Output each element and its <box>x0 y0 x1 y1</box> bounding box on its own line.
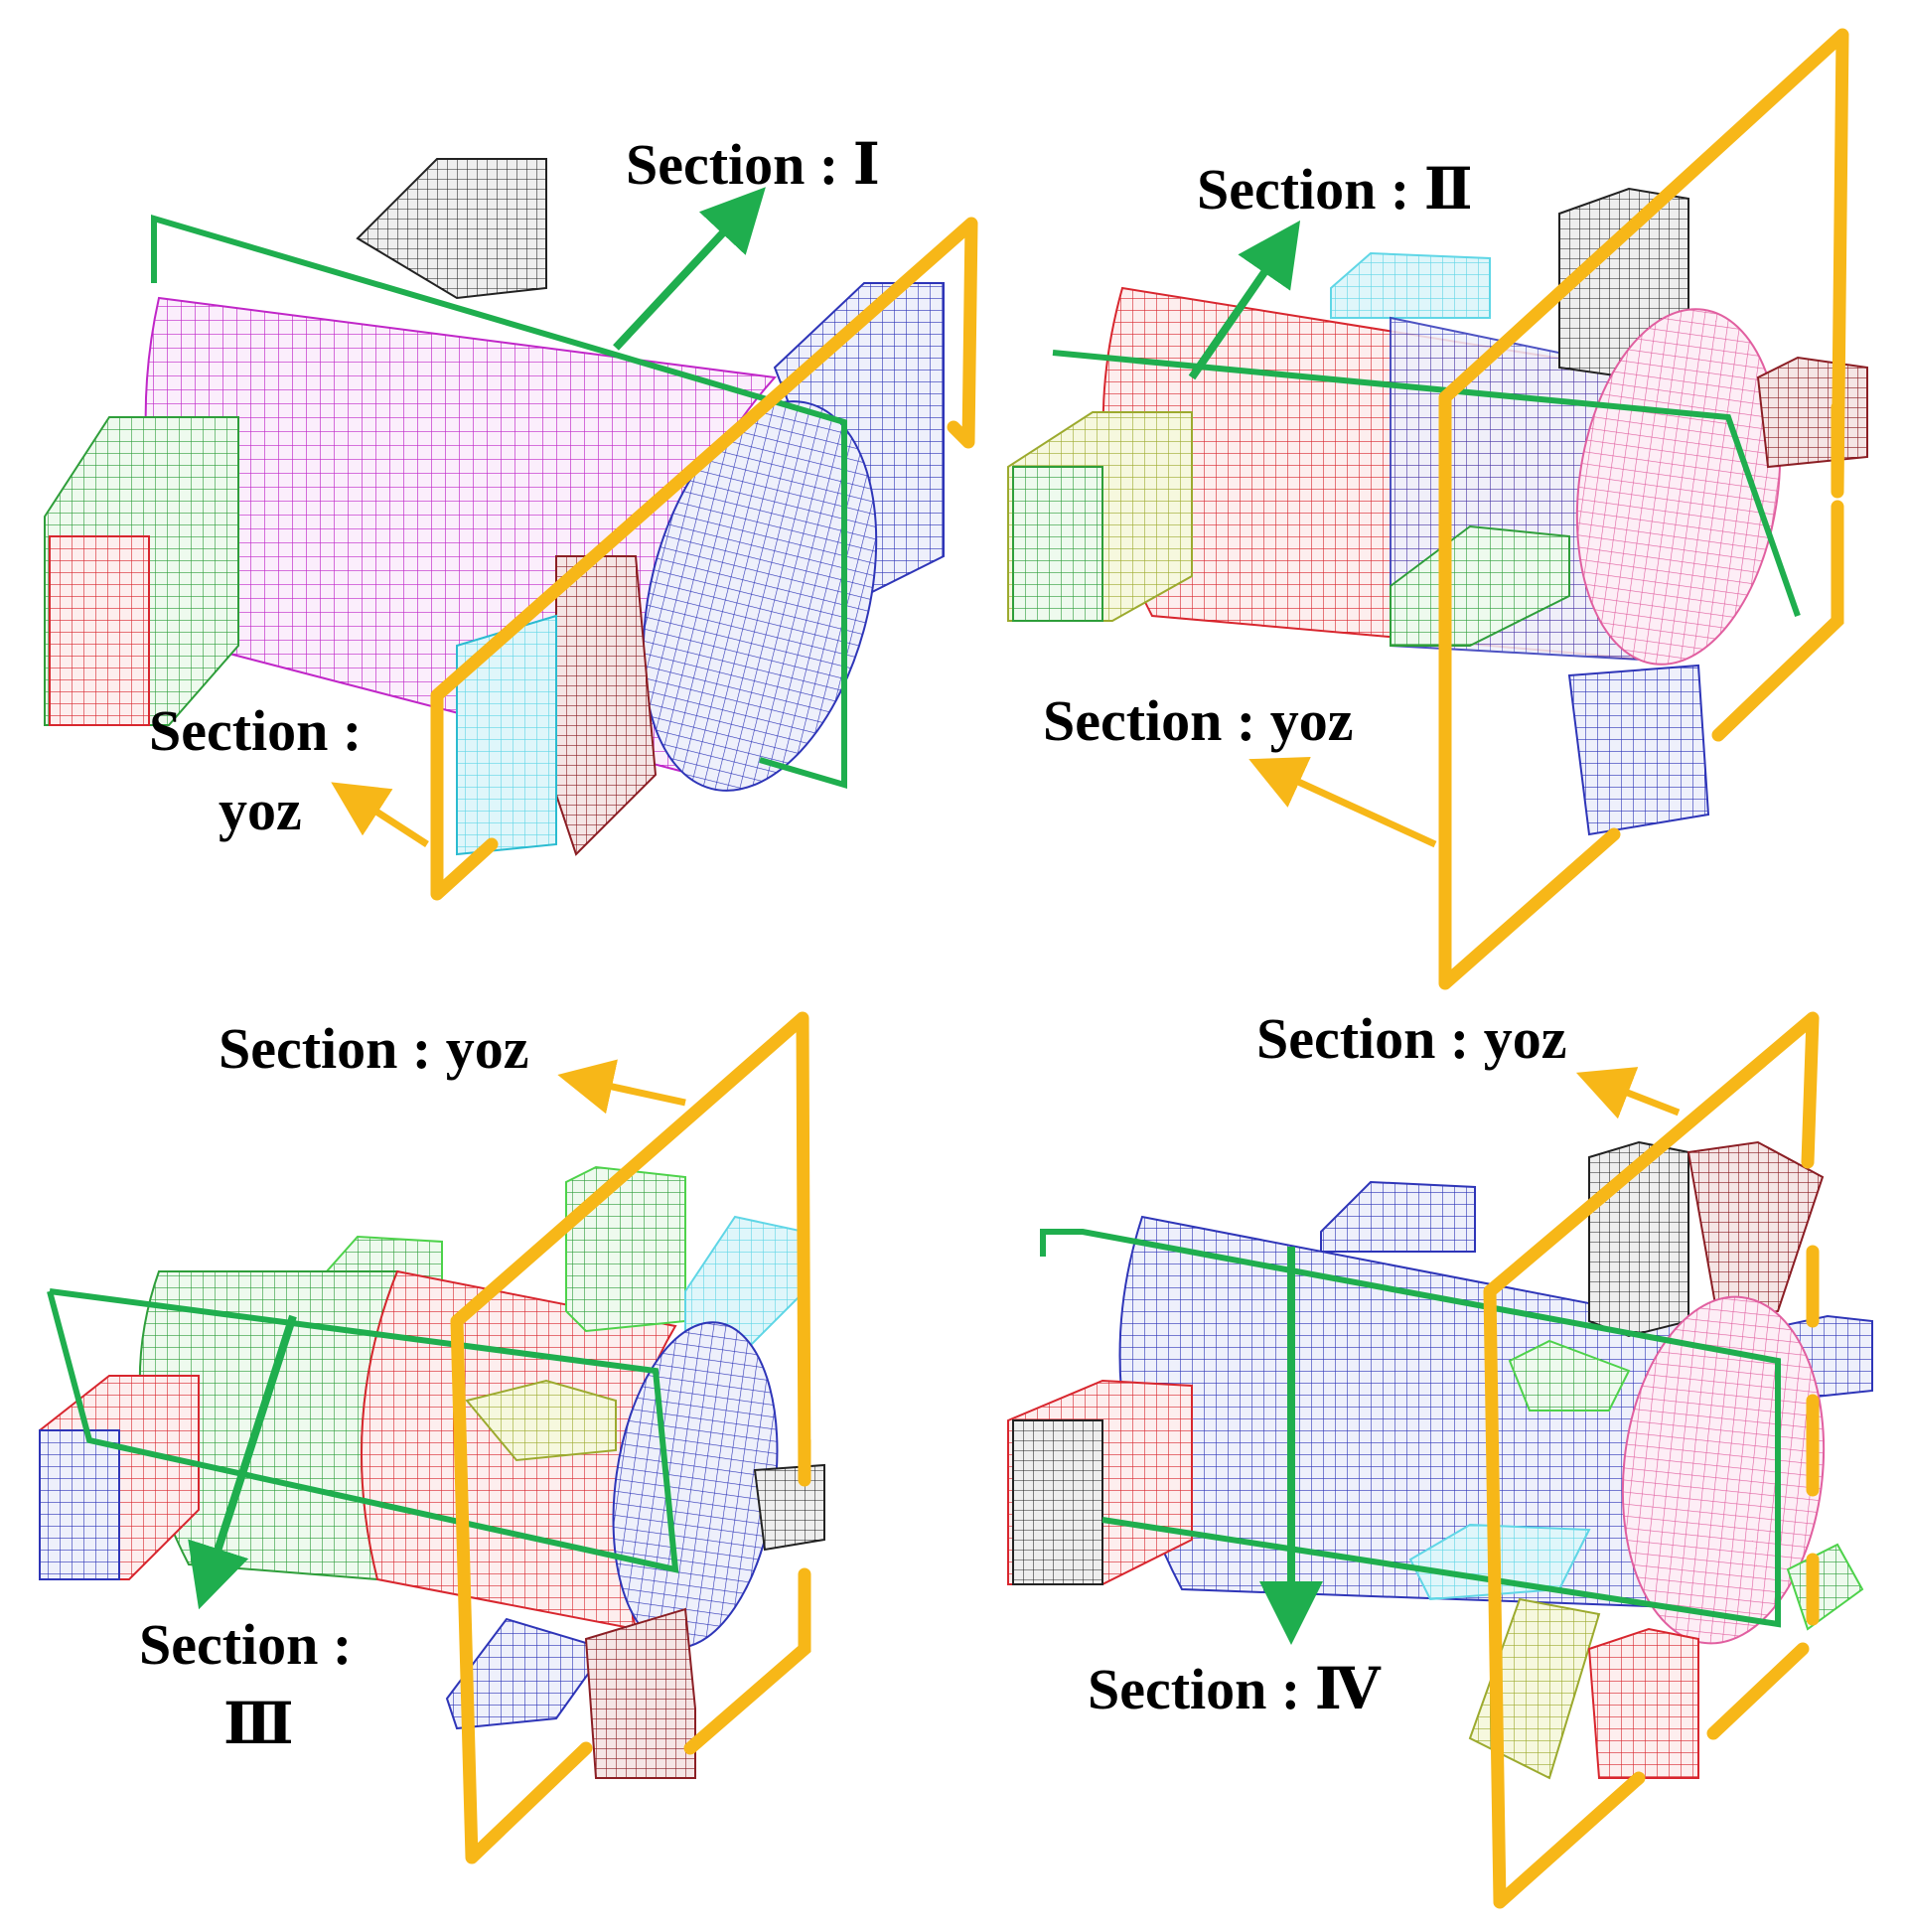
section-4-label: Section : Ⅳ <box>1088 1657 1382 1721</box>
panel-1: Section : Ⅰ Section : yoz <box>44 132 978 901</box>
section-1-label: Section : Ⅰ <box>626 132 880 197</box>
green-plane <box>1052 350 1801 617</box>
mesh-cylinder-end-pink <box>1621 1295 1826 1645</box>
mesh-block-black <box>753 1463 825 1552</box>
yellow-plane <box>1483 1011 1820 1909</box>
panel-3: Section : yoz Section : Ⅲ <box>39 1011 825 1864</box>
section-2-label: Section : Ⅱ <box>1197 157 1473 222</box>
mesh-block-green-top <box>565 1165 686 1333</box>
section-yoz-arrow <box>1575 1067 1681 1119</box>
mesh-block-dark-red <box>1756 356 1868 469</box>
section-yoz-label: Section : yoz <box>1256 1006 1567 1071</box>
section-yoz-label-line2: yoz <box>219 778 302 842</box>
section-3-arrow <box>188 1314 297 1610</box>
mesh-block-green <box>1390 524 1570 647</box>
mesh-cylinder-end-blue <box>642 400 878 792</box>
section-yoz-arrow <box>557 1059 686 1115</box>
yellow-plane-dash-4 <box>1706 1642 1810 1740</box>
section-3-label-line1: Section : <box>139 1612 352 1677</box>
mesh-block-cyan <box>456 614 557 856</box>
mesh-block-blue-top <box>1320 1180 1476 1253</box>
panel-2: Section : Ⅱ Section : yoz <box>1007 28 1868 990</box>
section-yoz-label: Section : yoz <box>1043 688 1354 753</box>
mesh-block-black-face <box>1012 1419 1103 1585</box>
mesh-block-dark-red <box>1686 1140 1825 1323</box>
section-3-label-line2: Ⅲ <box>223 1692 294 1756</box>
yellow-plane <box>450 1011 811 1864</box>
mesh-block-blue-face <box>39 1429 120 1580</box>
yellow-plane-lower <box>1711 500 1844 742</box>
mesh-block-dark-red <box>555 555 658 856</box>
yellow-plane <box>430 217 978 901</box>
mesh-block-dark-red <box>584 1607 696 1779</box>
section-1-arrow <box>613 187 766 351</box>
section-yoz-label: Section : yoz <box>219 1016 529 1081</box>
section-yoz-label-line1: Section : <box>149 698 362 763</box>
section-yoz-arrow <box>331 782 429 847</box>
mesh-block-blue <box>1567 664 1710 836</box>
mesh-block-red-bottom <box>1587 1627 1699 1779</box>
yellow-plane-lower <box>683 1567 811 1755</box>
green-plane <box>1040 1229 1781 1628</box>
section-yoz-arrow <box>1248 756 1437 848</box>
mesh-cylinder-end-pink <box>1575 308 1782 666</box>
mesh-block-green <box>1508 1339 1631 1412</box>
mesh-block-black <box>356 158 547 300</box>
mesh-block-red-face <box>49 535 150 726</box>
mesh-block-green-face <box>1012 466 1103 622</box>
section-2-arrow <box>1188 220 1301 380</box>
mesh-block-olive <box>465 1379 617 1462</box>
mesh-block-blue <box>445 1617 608 1730</box>
green-plane <box>151 214 847 790</box>
yellow-plane <box>1438 28 1849 990</box>
mesh-block-cyan <box>1330 251 1491 319</box>
panel-4: Section : yoz Section : Ⅳ <box>1007 1006 1873 1909</box>
